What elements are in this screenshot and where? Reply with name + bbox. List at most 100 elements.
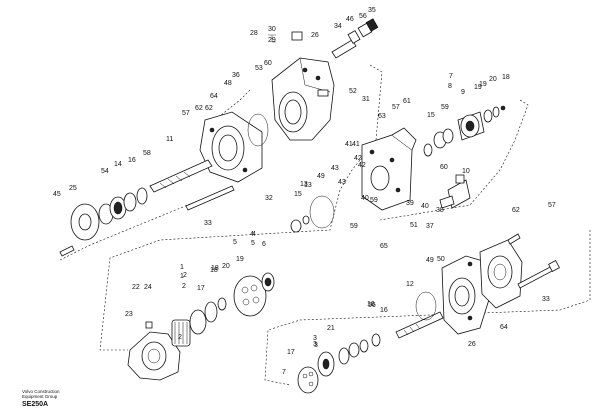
callout-6: 6 [262,241,266,248]
callout-16: 16 [128,157,136,164]
callout-19: 19 [236,256,244,263]
callout-40: 40 [361,195,369,202]
upper-pump-housing [271,57,335,141]
rear-rotating-group [297,333,381,394]
long-bolt [517,260,560,289]
callout-62: 62 [512,207,520,214]
callout-17: 17 [197,285,205,292]
callout-23: 23 [125,311,133,318]
callout-9: 9 [461,89,465,96]
relief-valve-parts [331,18,379,59]
callout-7: 7 [282,369,286,376]
drive-shaft-front [149,159,235,211]
callout-3: 3 [313,341,317,348]
callout-39: 39 [406,200,414,207]
callout-1: 1 [180,264,184,271]
front-cover [199,111,269,183]
callout-19: 19 [474,84,482,91]
plug-bracket [268,31,303,43]
caption-line2: Equipment Group [22,394,58,399]
callout-60: 60 [264,60,272,67]
callout-3: 3 [313,335,317,342]
callout-3: 3 [314,342,318,349]
callout-11: 11 [166,136,173,143]
callout-30: 30 [268,26,276,33]
callout-61: 61 [403,98,411,105]
callout-51: 51 [410,222,418,229]
callout-13: 13 [300,181,308,188]
callout-26: 26 [468,341,476,348]
callout-43: 43 [338,179,346,186]
callout-22: 22 [132,284,140,291]
caption-code: SE250A [22,401,48,408]
callout-2: 2 [183,272,187,279]
callout-57: 57 [392,104,400,111]
callout-63: 63 [378,113,386,120]
callout-10: 10 [462,168,470,175]
callout-4: 4 [250,231,254,238]
caption-line1: Volvo Construction [22,389,60,394]
callout-52: 52 [349,88,357,95]
callout-43: 43 [331,165,339,172]
callout-53: 53 [255,65,263,72]
regulator-block [361,127,417,211]
callout-37: 37 [426,223,434,230]
callout-31: 31 [362,96,370,103]
callout-40: 40 [421,203,429,210]
callout-42: 42 [358,162,366,169]
callout-15: 15 [427,112,435,119]
callout-32: 32 [265,195,273,202]
callout-1: 1 [180,273,184,280]
callout-21: 21 [327,325,335,332]
callout-36: 36 [232,72,240,79]
callout-54: 54 [101,168,109,175]
callout-19: 19 [479,81,487,88]
callout-49: 49 [426,257,434,264]
callout-50: 50 [437,256,445,263]
callout-59: 59 [350,223,358,230]
callout-58: 58 [143,150,151,157]
callout-7: 7 [449,73,453,80]
callout-26: 26 [311,32,319,39]
callout-65: 65 [380,243,388,250]
callout-57: 57 [182,110,190,117]
rear-drive-shaft [395,291,444,339]
callout-24: 24 [144,284,152,291]
callout-33: 33 [542,296,550,303]
center-seals [290,195,335,233]
callout-45: 45 [53,191,61,198]
callout-28: 28 [250,30,258,37]
callout-2: 2 [178,334,182,341]
callout-18: 18 [210,267,218,274]
front-seals-bearings [59,187,148,257]
callout-33: 33 [204,220,212,227]
callout-12: 12 [406,281,414,288]
callout-20: 20 [222,263,230,270]
callout-17: 17 [287,349,295,356]
callout-2: 2 [182,283,186,290]
callout-62: 62 [195,105,203,112]
callout-49: 49 [317,173,325,180]
callout-35: 35 [368,7,376,14]
callout-59: 59 [441,104,449,111]
callout-18: 18 [211,265,219,272]
callout-62: 62 [205,105,213,112]
lower-left-rotating-group [127,272,275,381]
callout-16: 16 [380,307,388,314]
callout-15: 15 [294,191,302,198]
callout-46: 46 [346,16,354,23]
callout-29: 29 [268,37,276,44]
callout-13: 13 [304,182,312,189]
callout-4: 4 [252,231,256,238]
assembly-guide-lines [59,64,591,386]
callout-59: 59 [370,197,378,204]
callout-48: 48 [224,80,232,87]
callout-64: 64 [500,324,508,331]
callout-60: 60 [440,164,448,171]
rear-pump-housing [441,239,523,335]
callout-8: 8 [448,83,452,90]
callout-41: 41 [352,141,360,148]
regulator-valve-parts [423,105,506,157]
callout-5: 5 [233,239,237,246]
solenoid-valve [439,174,471,209]
